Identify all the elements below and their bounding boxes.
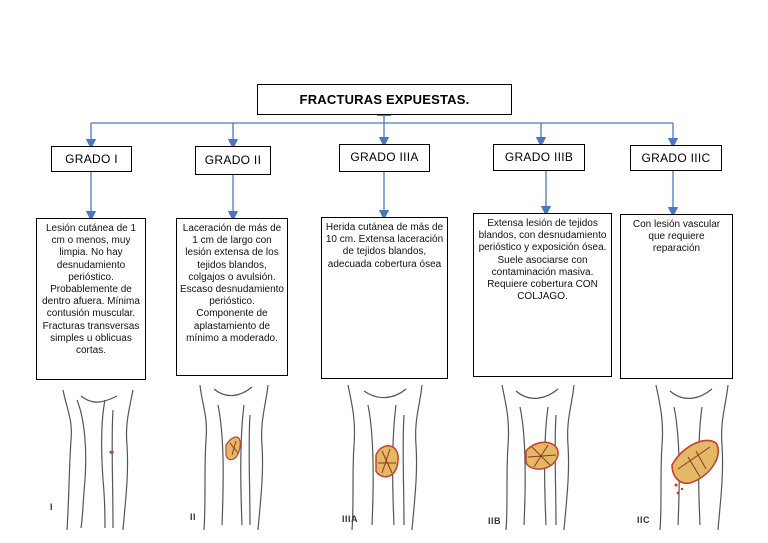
wound-mark-1	[109, 450, 114, 454]
description-box-1: Lesión cutánea de 1 cm o menos, muy limp…	[36, 218, 146, 380]
description-box-3: Herida cutánea de más de 10 cm. Extensa …	[321, 217, 448, 379]
leg-label-grade-3a: IIIA	[342, 514, 359, 524]
description-box-2: Laceración de más de 1 cm de largo con l…	[176, 218, 288, 376]
wound-mark-2	[225, 436, 241, 461]
leg-label-grade-1: I	[50, 502, 54, 512]
leg-illustration-grade-3b	[501, 384, 575, 531]
grade-box-4: GRADO IIIB	[493, 144, 585, 171]
wound-mark-3c	[671, 439, 719, 485]
leg-label-grade-3c: IIC	[637, 515, 651, 525]
description-box-5: Con lesión vascular que requiere reparac…	[620, 214, 733, 379]
grade-box-1: GRADO I	[51, 146, 132, 172]
leg-illustration-grade-2	[199, 384, 269, 531]
grade-box-2: GRADO II	[195, 146, 271, 175]
diagram-title: FRACTURAS EXPUESTAS.	[257, 84, 512, 115]
description-box-4: Extensa lesión de tejidos blandos, con d…	[473, 213, 612, 377]
leg-illustration-grade-3a	[347, 384, 423, 531]
grade-box-5: GRADO IIIC	[630, 145, 722, 171]
leg-label-grade-3b: IIB	[488, 516, 502, 526]
leg-illustration-grade-3c	[655, 384, 729, 531]
grade-box-3: GRADO IIIA	[339, 144, 430, 172]
leg-illustration-grade-1	[62, 389, 134, 531]
title-underline	[377, 115, 391, 116]
leg-label-grade-2: II	[190, 512, 197, 522]
